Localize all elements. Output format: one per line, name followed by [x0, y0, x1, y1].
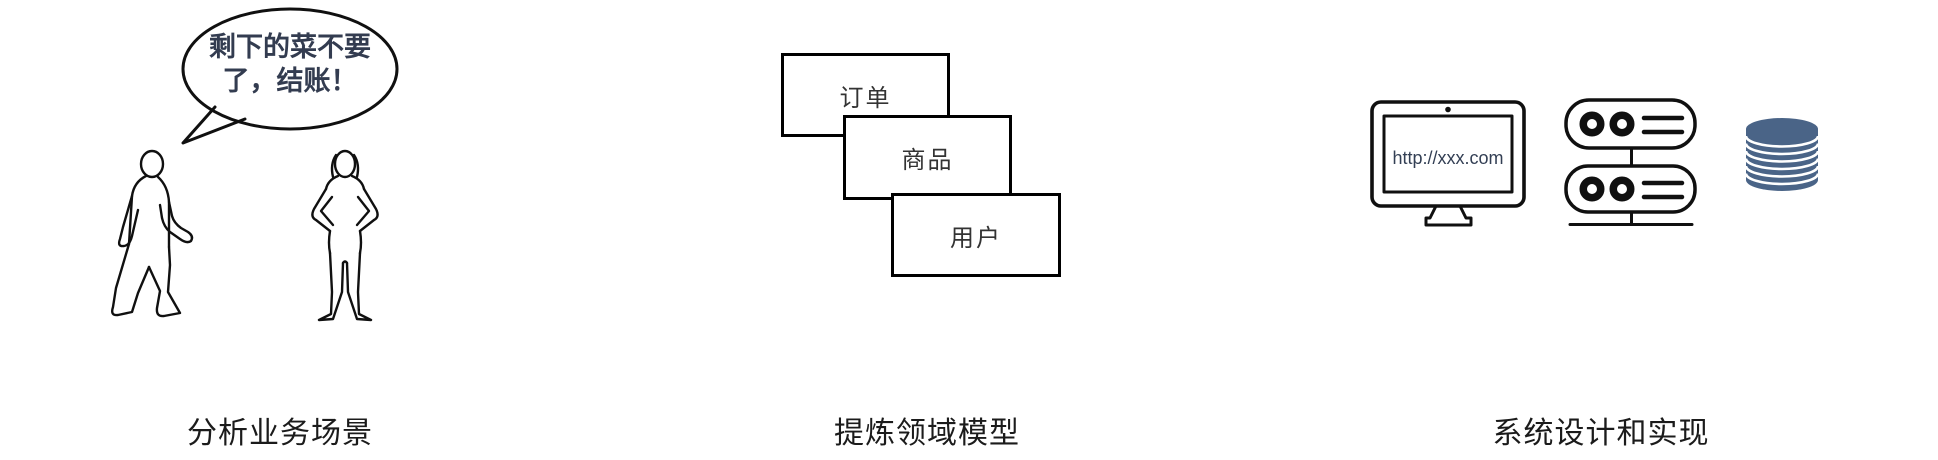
monitor-url-text: http://xxx.com [1392, 148, 1503, 168]
caption-domain-model: 提炼领域模型 [834, 417, 1020, 450]
domain-card-product-label: 商品 [901, 147, 954, 174]
domain-card-product: 商品 [843, 115, 1012, 200]
walking-person-icon [110, 149, 194, 318]
server-vent-lines [1641, 115, 1685, 135]
caption-system-impl: 系统设计和实现 [1492, 417, 1710, 450]
step-domain-model: 订单 商品 用户 提炼领域模型 [700, 0, 1140, 460]
domain-card-order-label: 订单 [839, 84, 892, 112]
monitor-icon: http://xxx.com [1370, 100, 1526, 227]
speech-bubble: 剩下的菜不要 了，结账！ [181, 7, 399, 145]
people-scene: 剩下的菜不要 了，结账！ [110, 7, 399, 322]
database-icon [1744, 118, 1820, 191]
monitor-camera-dot [1445, 106, 1451, 113]
caption-analyze-scene: 分析业务场景 [187, 417, 373, 450]
server-icon [1564, 98, 1697, 226]
server-led-icon [1609, 176, 1635, 202]
domain-card-user-label: 用户 [950, 224, 1002, 252]
speech-bubble-text-line1: 剩下的菜不要 [209, 31, 371, 62]
speech-bubble-tail [181, 105, 247, 145]
server-led-icon [1579, 111, 1605, 137]
step-system-impl: http://xxx.com 系统设计和实现 [1340, 0, 1938, 460]
server-led-icon [1579, 176, 1605, 202]
server-led-icon [1609, 111, 1635, 137]
domain-card-user: 用户 [891, 193, 1061, 277]
monitor-stand [1424, 204, 1473, 227]
standing-person-icon [311, 149, 379, 322]
step-analyze-scene: 剩下的菜不要 了，结账！ [0, 0, 480, 460]
speech-bubble-text-line2: 了，结账！ [223, 66, 358, 96]
server-vent-lines [1641, 180, 1685, 200]
